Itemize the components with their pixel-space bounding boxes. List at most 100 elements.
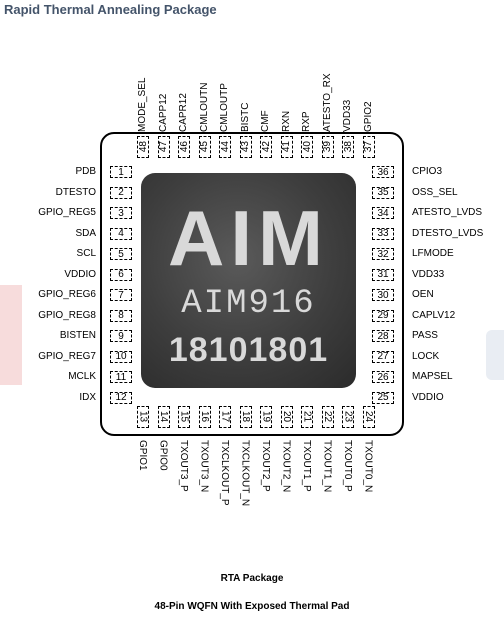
pin-label-17: TXCLKOUT_P	[219, 440, 230, 506]
pin-12: 12	[110, 391, 132, 404]
pin-13-text: 13	[137, 411, 149, 423]
pin-label-44: CMLOUTP	[219, 83, 230, 132]
pin-label-28: PASS	[412, 330, 438, 341]
pin-25: 25	[372, 391, 394, 404]
pin-10-text: 10	[115, 351, 127, 362]
pin-43: 43	[239, 136, 252, 158]
pin-1: 1	[110, 166, 132, 178]
pin-30-text: 30	[377, 289, 389, 301]
pin-17-text: 17	[219, 411, 231, 423]
pin-15: 15	[178, 406, 190, 428]
page-title: Rapid Thermal Annealing Package	[4, 2, 217, 17]
chip-part-marking: AIM916	[181, 285, 316, 323]
pin-37-text: 37	[363, 141, 374, 153]
pin-1-text: 1	[118, 166, 124, 178]
pin-11-text: 11	[115, 371, 127, 383]
pin-18-text: 18	[240, 411, 251, 423]
pin-9: 9	[110, 330, 132, 342]
pin-38-text: 38	[342, 141, 354, 153]
pin-21: 21	[301, 406, 313, 428]
pin-33: 33	[372, 227, 394, 240]
pin-label-13: GPIO1	[137, 440, 148, 471]
pin-23-text: 23	[342, 411, 354, 423]
pin-label-3: GPIO_REG5	[38, 207, 96, 218]
pin-2-text: 2	[118, 187, 124, 198]
pin-label-33: DTESTO_LVDS	[412, 227, 484, 239]
pin-label-6: VDDIO	[64, 268, 96, 280]
pin-40: 40	[301, 136, 313, 158]
pin-46: 46	[178, 136, 190, 158]
pin-45: 45	[198, 136, 211, 158]
pin-42: 42	[260, 136, 272, 158]
pin-28-text: 28	[377, 330, 389, 342]
pin-29-text: 29	[377, 310, 389, 321]
pin-47-text: 47	[158, 141, 169, 153]
pin-40-text: 40	[301, 141, 313, 153]
pin-22: 22	[321, 406, 334, 428]
package-outline	[100, 132, 404, 436]
pin-label-4: SDA	[75, 227, 96, 239]
pin-12-text: 12	[115, 392, 127, 403]
pin-41-text: 41	[281, 141, 292, 153]
pin-23: 23	[342, 406, 354, 428]
pin-19-text: 19	[260, 411, 272, 423]
pin-31-text: 31	[377, 269, 389, 280]
pin-4: 4	[110, 227, 132, 240]
pin-26: 26	[372, 371, 394, 383]
pin-label-38: VDD33	[342, 99, 353, 132]
pin-22-text: 22	[322, 411, 333, 423]
pin-label-5: SCL	[76, 248, 96, 259]
pin-label-36: CPIO3	[412, 166, 443, 177]
pin-label-31: VDD33	[412, 268, 445, 280]
pin-6-text: 6	[118, 269, 124, 280]
pin-39-text: 39	[322, 141, 333, 153]
pin-48: 48	[137, 136, 149, 158]
pin-3: 3	[110, 207, 132, 219]
pin-13: 13	[137, 406, 149, 428]
pin-label-46: CAPR12	[178, 93, 189, 132]
pin-41: 41	[280, 136, 293, 158]
pin-3-text: 3	[118, 207, 124, 219]
pin-26-text: 26	[377, 371, 389, 383]
pin-11: 11	[110, 371, 132, 383]
pin-label-22: TXOUT1_N	[321, 440, 333, 493]
package-description: 48-Pin WQFN With Exposed Thermal Pad	[154, 601, 350, 612]
pin-label-30: OEN	[412, 289, 434, 300]
pin-44: 44	[219, 136, 231, 158]
exposed-thermal-pad: AIM AIM916 18101801	[141, 173, 356, 388]
pin-label-32: LFMODE	[412, 248, 454, 259]
pin-label-48: MODE_SEL	[137, 77, 148, 132]
pin-31: 31	[372, 268, 394, 281]
pin-47: 47	[157, 136, 170, 158]
watermark-right-shape	[486, 330, 504, 380]
pin-16: 16	[198, 406, 211, 428]
pin-label-35: OSS_SEL	[412, 186, 458, 198]
pin-label-8: GPIO_REG8	[38, 309, 96, 321]
pin-label-42: CMF	[260, 110, 271, 132]
pin-18: 18	[239, 406, 252, 428]
pin-label-14: GPIO0	[157, 440, 169, 471]
pin-label-24: TXOUT0_N	[362, 440, 374, 493]
pin-label-29: CAPLV12	[412, 309, 456, 321]
pin-34: 34	[372, 207, 394, 219]
pin-5-text: 5	[118, 248, 124, 260]
pin-label-37: GPIO2	[362, 101, 374, 132]
pin-20-text: 20	[281, 411, 292, 423]
pin-label-19: TXOUT2_P	[260, 440, 271, 492]
pin-label-1: PDB	[75, 166, 96, 177]
pin-label-16: TXOUT3_N	[198, 440, 210, 493]
pin-10: 10	[110, 350, 132, 363]
pin-2: 2	[110, 186, 132, 199]
pin-24: 24	[362, 406, 375, 428]
pin-label-23: TXOUT0_P	[342, 440, 353, 492]
pin-27-text: 27	[377, 351, 389, 362]
pin-9-text: 9	[118, 330, 124, 342]
pin-39: 39	[321, 136, 334, 158]
pin-35: 35	[372, 186, 394, 199]
pin-label-20: TXOUT2_N	[280, 440, 292, 493]
pin-label-45: CMLOUTN	[198, 82, 210, 132]
pin-label-27: LOCK	[412, 350, 440, 362]
pin-label-15: TXOUT3_P	[178, 440, 189, 492]
pin-label-41: RXN	[280, 110, 292, 132]
pin-32: 32	[372, 248, 394, 260]
